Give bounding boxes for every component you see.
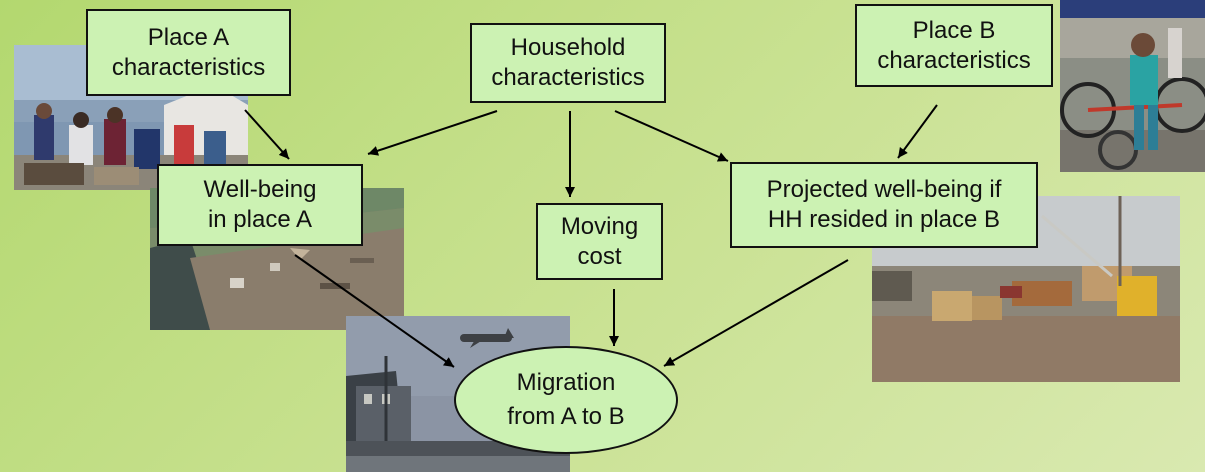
wellbeing-place-a-label: Well-being in place A — [203, 176, 317, 233]
place-a-characteristics-node: Place A characteristics — [86, 9, 291, 96]
household-characteristics-label: Household characteristics — [491, 34, 645, 91]
place-b-characteristics-label: Place B characteristics — [877, 16, 1031, 74]
projected-wellbeing-place-b-node: Projected well-being if HH resided in pl… — [730, 162, 1038, 248]
migration-label: Migration from A to B — [507, 369, 625, 430]
arrow-place-a-to-wellbeing-a — [244, 109, 290, 160]
arrow-place-b-to-projected-b — [897, 104, 938, 159]
moving-cost-node: Moving cost — [536, 203, 663, 280]
place-b-characteristics-node: Place B characteristics — [855, 4, 1053, 87]
arrow-household-to-wellbeing-a — [367, 110, 498, 156]
arrow-projected-b-to-migration — [663, 259, 849, 367]
household-characteristics-node: Household characteristics — [470, 23, 666, 103]
migration-node: Migration from A to B — [454, 346, 678, 454]
arrow-wellbeing-a-to-migration — [294, 254, 455, 368]
children-bicycles-photo — [1060, 0, 1205, 172]
moving-cost-label: Moving cost — [560, 212, 639, 270]
wellbeing-place-a-node: Well-being in place A — [157, 164, 363, 246]
projected-wellbeing-place-b-label: Projected well-being if HH resided in pl… — [766, 176, 1002, 233]
place-a-characteristics-label: Place A characteristics — [111, 23, 266, 81]
arrow-household-to-projected-b — [614, 110, 729, 162]
